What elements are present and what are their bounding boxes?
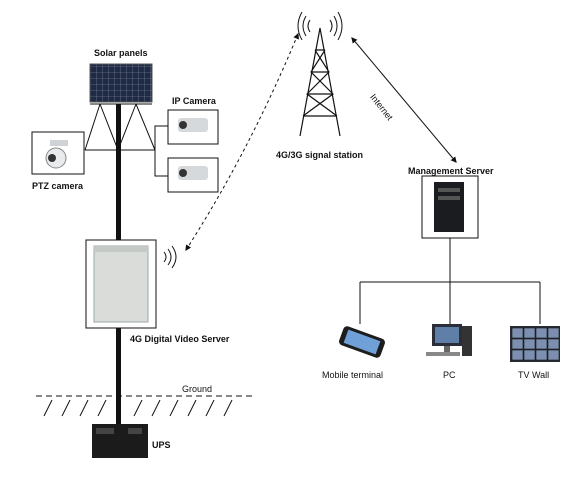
pc-icon	[426, 324, 472, 356]
solar-panel-icon	[89, 63, 153, 103]
server-tower-icon	[421, 175, 479, 239]
ptz-camera-icon	[31, 131, 85, 175]
mobile-phone-icon	[339, 326, 385, 358]
label-video-server: 4G Digital Video Server	[130, 334, 230, 344]
video-server-cabinet-icon	[85, 239, 157, 329]
tower-signal-icon	[297, 11, 343, 41]
label-solar-panels: Solar panels	[94, 48, 148, 58]
server-connections	[359, 238, 541, 324]
label-mobile-terminal: Mobile terminal	[322, 370, 384, 380]
label-ptz-camera: PTZ camera	[32, 181, 84, 191]
ground-line	[36, 395, 252, 417]
wireless-link	[185, 32, 299, 252]
label-ups: UPS	[152, 440, 171, 450]
label-ip-camera: IP Camera	[172, 96, 216, 106]
pole-bracket	[84, 103, 156, 152]
battery-icon	[92, 424, 148, 458]
label-management-server: Management Server	[408, 166, 494, 176]
signal-tower-icon	[299, 27, 341, 137]
internet-link	[351, 37, 457, 163]
label-pc: PC	[443, 370, 456, 380]
label-signal-station: 4G/3G signal station	[276, 150, 364, 160]
label-ground: Ground	[182, 384, 213, 394]
tv-wall-icon	[510, 326, 560, 362]
wireless-signal-icon	[163, 245, 177, 269]
label-tv-wall: TV Wall	[518, 370, 550, 380]
